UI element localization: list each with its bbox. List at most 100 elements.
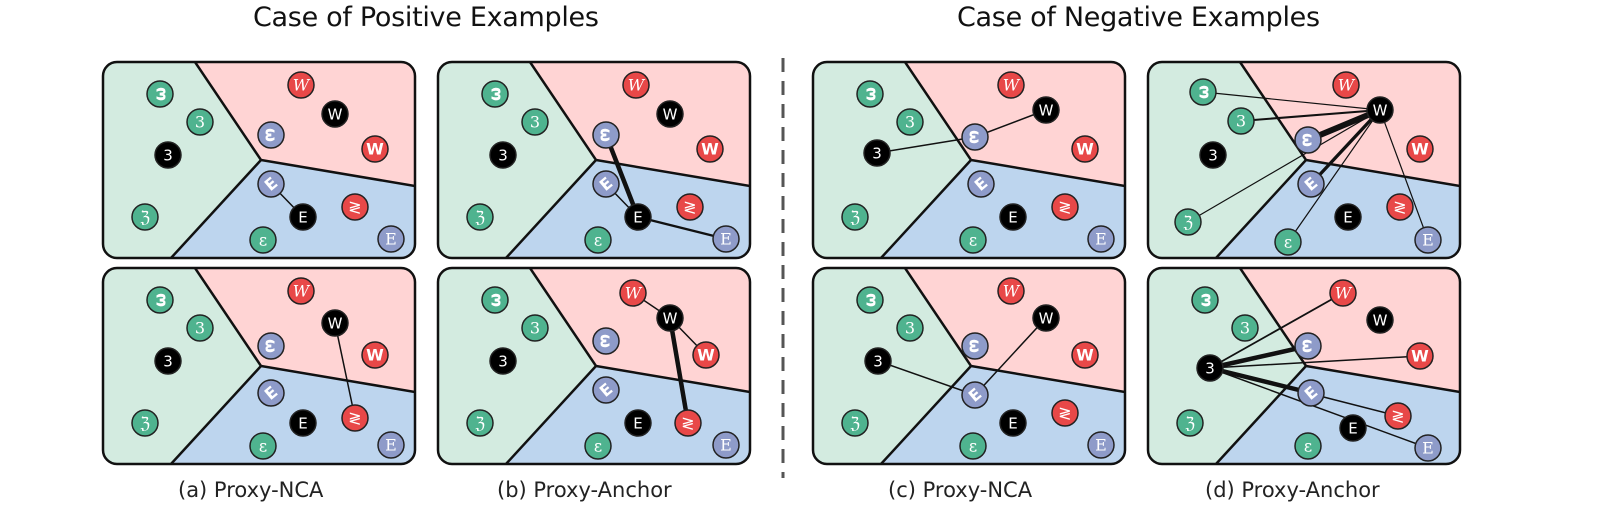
svg-text:ω: ω <box>151 293 170 307</box>
decision-boundary <box>1215 365 1307 464</box>
edge-b2-pW <box>974 317 1047 396</box>
svg-text:E: E <box>633 209 642 227</box>
sample-g5: ε <box>959 226 987 254</box>
sample-g5: ε <box>249 226 277 254</box>
svg-text:E: E <box>1343 209 1352 227</box>
sample-r3: ≷ <box>674 409 702 437</box>
svg-text:W: W <box>1335 284 1353 303</box>
decision-boundary <box>1215 159 1307 258</box>
sample-g4: ℨ <box>466 203 494 231</box>
decision-boundary <box>505 365 597 464</box>
sample-b2: E <box>257 379 285 407</box>
svg-text:3: 3 <box>530 113 540 132</box>
svg-text:W: W <box>628 76 646 95</box>
sample-b2: E <box>592 170 620 198</box>
svg-text:≷: ≷ <box>348 198 361 217</box>
caption-b: (b) Proxy-Anchor <box>497 478 672 502</box>
svg-text:ω: ω <box>1194 85 1213 99</box>
svg-text:ℨ: ℨ <box>140 414 150 433</box>
sample-g2: 3 <box>521 314 549 342</box>
sample-b2: E <box>1297 170 1325 198</box>
svg-text:ε: ε <box>594 231 602 250</box>
svg-text:E: E <box>720 230 732 249</box>
edge-g1-pW <box>1202 91 1381 111</box>
caption-c: (c) Proxy-NCA <box>888 478 1033 502</box>
svg-text:ℨ: ℨ <box>1185 414 1195 433</box>
sample-r3: ≷ <box>1051 399 1079 427</box>
sample-g2: 3 <box>1231 314 1259 342</box>
sample-r2: W <box>1406 342 1434 370</box>
svg-text:E: E <box>1422 439 1434 458</box>
sample-g1: ω <box>481 286 509 314</box>
edge-pW-r3 <box>334 322 356 419</box>
svg-text:ε: ε <box>594 437 602 456</box>
sample-b1: ω <box>961 123 989 151</box>
svg-text:ω: ω <box>966 130 985 144</box>
proxy-W: W <box>656 304 684 332</box>
svg-text:E: E <box>1095 436 1107 455</box>
decision-boundary <box>505 159 597 258</box>
sample-b1: ω <box>592 121 620 149</box>
svg-text:3: 3 <box>195 319 205 338</box>
svg-text:≷: ≷ <box>348 409 361 428</box>
svg-text:W: W <box>1411 140 1429 159</box>
sample-b2: E <box>1297 379 1325 407</box>
sample-r1: W <box>997 71 1025 99</box>
sample-b3: E <box>1087 431 1115 459</box>
svg-text:≷: ≷ <box>1391 407 1404 426</box>
sample-r1: W <box>287 277 315 305</box>
proxy-3: 3 <box>154 141 182 169</box>
svg-text:E: E <box>1008 209 1017 227</box>
proxy-W: W <box>1366 96 1394 124</box>
panel-border <box>811 266 1127 466</box>
svg-text:3: 3 <box>163 147 173 165</box>
sample-g4: ℨ <box>131 203 159 231</box>
region-class-W <box>905 62 1125 186</box>
edge-g2-pW <box>1239 108 1382 123</box>
proxy-W: W <box>321 100 349 128</box>
svg-text:ℨ: ℨ <box>1183 213 1193 232</box>
svg-text:W: W <box>1411 347 1429 366</box>
decision-boundary <box>880 159 972 258</box>
sample-b2: E <box>592 376 620 404</box>
sample-r3: ≷ <box>1051 193 1079 221</box>
sample-g2: 3 <box>186 314 214 342</box>
sample-g5: ε <box>1294 432 1322 460</box>
sample-g4: ℨ <box>1174 208 1202 236</box>
proxy-W: W <box>321 309 349 337</box>
edge-b1-pE <box>603 132 641 220</box>
panel-border <box>1146 266 1462 466</box>
svg-text:W: W <box>366 346 384 365</box>
proxy-E: E <box>289 409 317 437</box>
proxy-W: W <box>1032 304 1060 332</box>
negative-section-title: Case of Negative Examples <box>957 2 1320 33</box>
panel-border <box>1146 60 1462 260</box>
sample-g5: ε <box>584 226 612 254</box>
decision-boundary <box>170 159 262 258</box>
edge-p3-r1 <box>1209 292 1344 369</box>
sample-b2: E <box>961 381 989 409</box>
svg-text:ℨ: ℨ <box>850 208 860 227</box>
svg-text:ω: ω <box>151 87 170 101</box>
caption-a: (a) Proxy-NCA <box>178 478 324 502</box>
panel-border <box>811 60 1127 260</box>
svg-text:3: 3 <box>498 147 508 165</box>
sample-g5: ε <box>249 432 277 460</box>
sample-g1: ω <box>481 80 509 108</box>
proxy-3: 3 <box>489 347 517 375</box>
sample-r1: W <box>1329 279 1357 307</box>
sample-g2: 3 <box>1227 107 1255 135</box>
svg-text:W: W <box>366 140 384 159</box>
proxy-3: 3 <box>154 347 182 375</box>
svg-text:W: W <box>663 310 678 328</box>
svg-text:ω: ω <box>1196 293 1215 307</box>
edge-g4-pW <box>1187 109 1381 223</box>
positive-section-title: Case of Positive Examples <box>253 2 599 33</box>
svg-text:3: 3 <box>1205 360 1215 378</box>
proxy-3: 3 <box>863 139 891 167</box>
svg-text:W: W <box>1003 282 1021 301</box>
sample-r1: W <box>619 279 647 307</box>
